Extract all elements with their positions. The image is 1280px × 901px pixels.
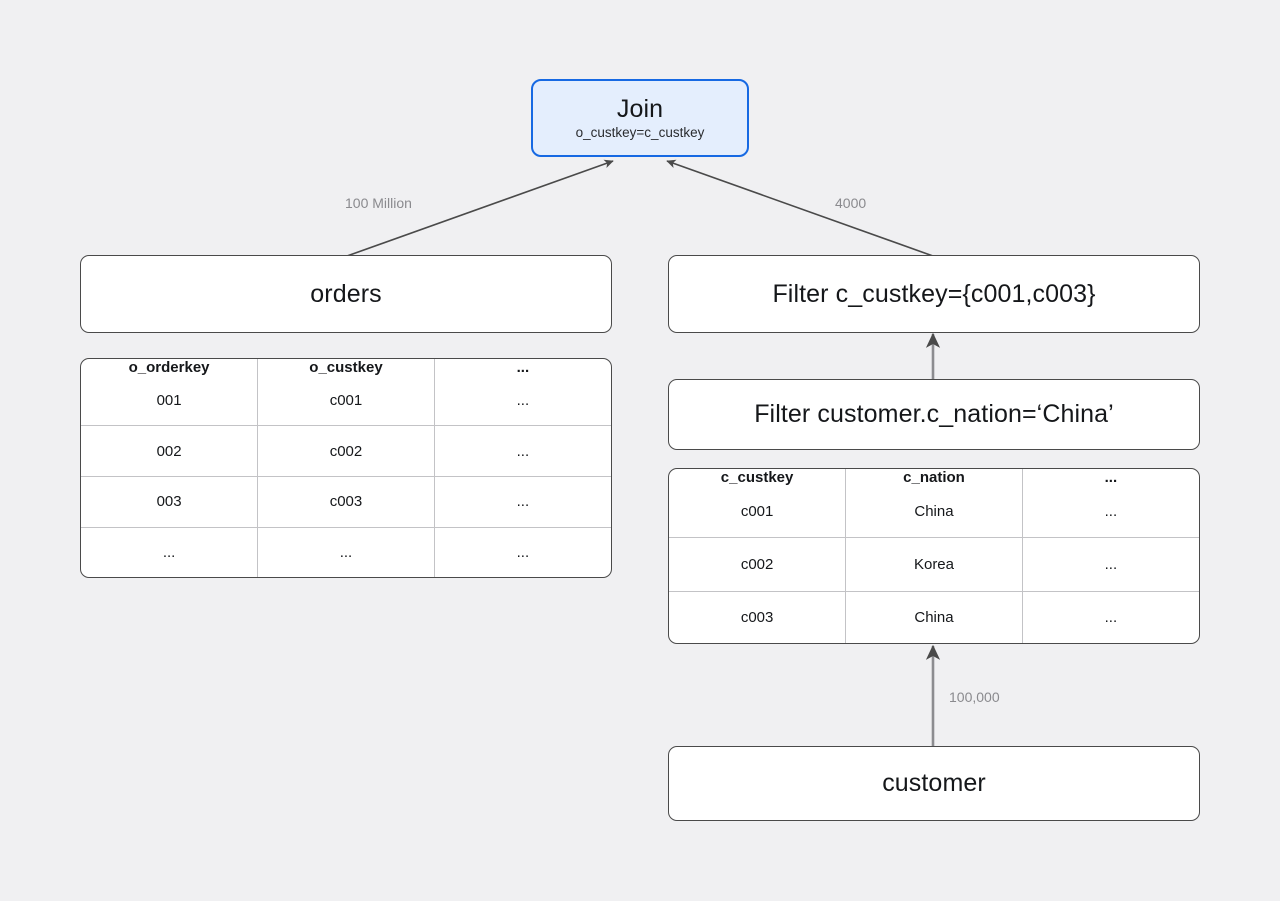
table-cell: ...: [434, 476, 611, 528]
table-row: 002 c002 ...: [81, 425, 611, 477]
table-row: 003 c003 ...: [81, 476, 611, 528]
edge-label-filter-custkey-to-join: 4000: [835, 195, 867, 211]
table-cell: c002: [669, 537, 847, 592]
table-cell: c001: [669, 486, 847, 539]
column-header: ...: [516, 359, 530, 376]
table-cell: ...: [1022, 486, 1199, 539]
table-cell: 003: [81, 476, 259, 528]
table-cell: ...: [81, 527, 259, 577]
table-cell: ...: [434, 425, 611, 477]
table-row: 001 c001 ...: [81, 376, 611, 427]
table-cell: China: [845, 591, 1023, 643]
node-join-title: Join: [616, 95, 664, 124]
table-cell: ...: [516, 543, 530, 561]
node-orders[interactable]: orders: [80, 255, 612, 333]
edge-label-orders-to-join: 100 Million: [345, 195, 412, 211]
column-header: o_orderkey: [81, 359, 259, 376]
table-cell: ...: [257, 527, 435, 577]
node-filter-nation-title: Filter customer.c_nation=‘China’: [754, 400, 1114, 429]
table-cell: ...: [434, 376, 611, 427]
node-orders-title: orders: [310, 279, 382, 308]
table-header-row: c_custkey c_nation ...: [669, 469, 1199, 486]
table-cell: China: [845, 486, 1023, 539]
node-filter-custkey-title: Filter c_custkey={c001,c003}: [772, 279, 1096, 308]
column-header: c_nation: [845, 469, 1023, 486]
table-cell: 002: [81, 425, 259, 477]
column-header: c_custkey: [669, 469, 847, 486]
node-customer[interactable]: customer: [668, 746, 1200, 821]
table-cell: ...: [1022, 537, 1199, 592]
node-filter-custkey[interactable]: Filter c_custkey={c001,c003}: [668, 255, 1200, 333]
table-cell: c002: [257, 425, 435, 477]
table-row: c002 Korea ...: [669, 537, 1199, 592]
table-cell: c003: [669, 591, 847, 643]
orders-table: o_orderkey o_custkey ... 001 c001 ... 00…: [80, 358, 612, 578]
table-cell: 001: [81, 376, 259, 427]
column-header: o_custkey: [257, 359, 435, 376]
customer-table: c_custkey c_nation ... c001 China ... c0…: [668, 468, 1200, 644]
table-cell: ...: [1104, 608, 1118, 626]
table-cell: c001: [257, 376, 435, 427]
node-customer-title: customer: [882, 769, 986, 798]
node-join-subtitle: o_custkey=c_custkey: [575, 124, 705, 140]
node-join[interactable]: Join o_custkey=c_custkey: [531, 79, 749, 157]
node-filter-nation[interactable]: Filter customer.c_nation=‘China’: [668, 379, 1200, 450]
customer-table-grid: c_custkey c_nation ... c001 China ... c0…: [669, 469, 1199, 643]
edge-label-customer-to-filter-nation: 100,000: [949, 689, 1000, 705]
table-row: c003 China ...: [669, 591, 1199, 643]
table-row: ... ... ...: [81, 527, 611, 577]
table-cell: Korea: [845, 537, 1023, 592]
table-row: c001 China ...: [669, 486, 1199, 539]
column-header: ...: [1104, 469, 1118, 486]
edge-filter-custkey-to-join: [666, 159, 934, 257]
orders-table-grid: o_orderkey o_custkey ... 001 c001 ... 00…: [81, 359, 611, 577]
table-header-row: o_orderkey o_custkey ...: [81, 359, 611, 376]
table-cell: c003: [257, 476, 435, 528]
